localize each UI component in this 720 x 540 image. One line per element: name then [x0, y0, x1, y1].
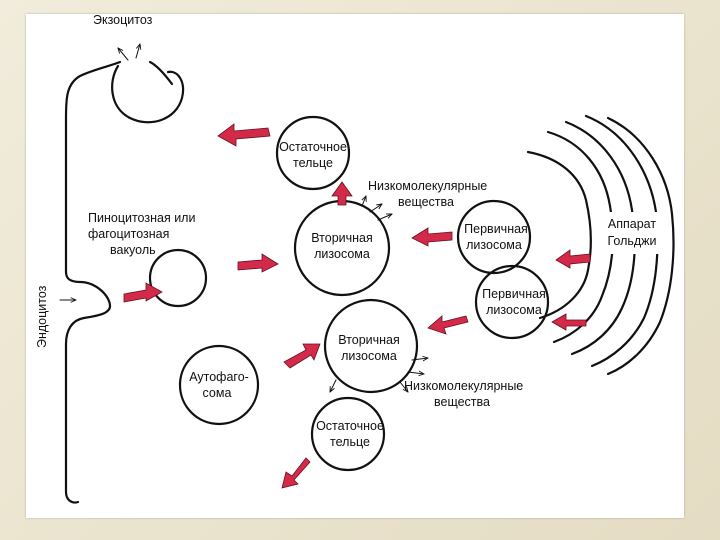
sec-bot-down-1 [329, 379, 337, 392]
low-mol-top-label-2: вещества [398, 195, 454, 209]
golgi-label-1: Аппарат [608, 217, 656, 231]
sec-top-out-3 [362, 196, 366, 207]
arrow-residual-bottom-out [281, 457, 311, 489]
sec-bot-out-3 [411, 358, 428, 360]
secondary-bottom-label-1: Вторичная [338, 333, 400, 347]
arrow-primary-to-secondary-bottom [427, 315, 469, 335]
secondary-top-label-2: лизосома [314, 247, 370, 261]
primary-top-label-1: Первичная [464, 222, 528, 236]
primary-bottom-label-1: Первичная [482, 287, 546, 301]
primary-lysosome-bottom [474, 264, 550, 340]
residual-bottom-label-2: тельце [330, 435, 370, 449]
pinocytic-label-3: вакуоль [110, 243, 156, 257]
exocytosis-label: Экзоцитоз [93, 13, 153, 27]
autophagosome-label-1: Аутофаго- [189, 370, 249, 384]
secondary-lysosome-bottom [323, 298, 419, 394]
autophagosome [178, 344, 260, 426]
exo-arrow-2 [135, 44, 140, 59]
exocytosis-pore [148, 60, 174, 86]
pinocytic-label-2: фагоцитозная [88, 227, 169, 241]
exocytosis-vesicle [111, 64, 185, 124]
sec-top-out-2 [377, 214, 392, 221]
diagram-paper [26, 14, 684, 518]
arrow-secondary-to-residual [331, 181, 353, 206]
residual-top-label-2: тельце [293, 156, 333, 170]
pinocytic-label-1: Пиноцитозная или [88, 211, 195, 225]
residual-top-label-1: Остаточное [279, 140, 347, 154]
cell-membrane [64, 60, 122, 504]
primary-bottom-label-2: лизосома [486, 303, 542, 317]
residual-body-bottom [310, 396, 386, 472]
primary-top-label-2: лизосома [466, 238, 522, 252]
golgi-label-bg [600, 212, 666, 254]
flow-arrows [123, 123, 591, 489]
sec-bot-out-1 [407, 372, 424, 374]
arrow-residual-to-exo [217, 123, 271, 147]
secondary-top-label-1: Вторичная [311, 231, 373, 245]
low-mol-bottom-label-2: вещества [434, 395, 490, 409]
arrow-golgi-to-primary-bottom [551, 313, 587, 331]
residual-bottom-label-1: Остаточное [316, 419, 384, 433]
endocytosis-label: Эндоцитоз [35, 285, 49, 348]
arrow-primary-to-secondary-top [411, 227, 453, 247]
arrow-vacuole-to-secondary [237, 253, 279, 273]
low-mol-bottom-label-1: Низкомолекулярные [404, 379, 523, 393]
exo-arrow-1 [118, 48, 129, 61]
arrow-membrane-to-vacuole [123, 282, 163, 303]
arrow-golgi-to-primary-top [555, 249, 591, 269]
low-mol-top-label-1: Низкомолекулярные [368, 179, 487, 193]
arrow-autophagosome-to-secondary [283, 343, 321, 369]
golgi-label-2: Гольджи [607, 234, 656, 248]
secondary-bottom-label-2: лизосома [341, 349, 397, 363]
pinocytic-vacuole [148, 248, 208, 308]
primary-lysosome-top [456, 199, 532, 275]
autophagosome-label-2: сома [203, 386, 232, 400]
sec-bot-out-2 [399, 381, 408, 392]
sec-top-out-1 [369, 204, 382, 213]
residual-body-top [275, 115, 351, 191]
